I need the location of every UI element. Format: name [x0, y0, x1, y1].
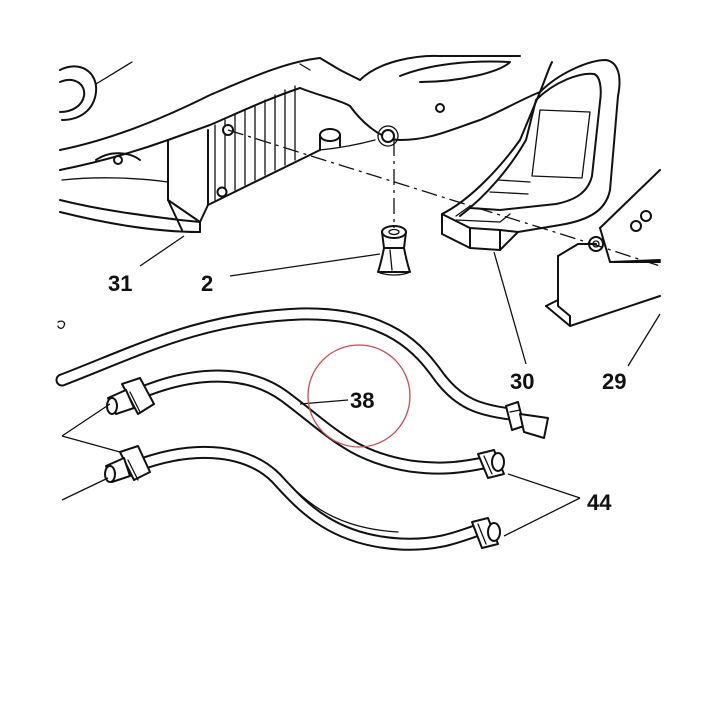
callout-38: 38 [350, 388, 374, 413]
callout-30: 30 [510, 369, 534, 394]
callout-29: 29 [602, 369, 626, 394]
hose-fitting-right-middle [477, 449, 505, 479]
hose-fitting-left-upper [106, 377, 155, 415]
part-38-hoses [55, 307, 549, 551]
hose-fitting-left-lower [104, 445, 151, 483]
callout-labels: 31 2 30 29 38 44 [108, 271, 626, 515]
callout-31: 31 [108, 271, 132, 296]
callout-2: 2 [201, 271, 213, 296]
hose-fitting-right-lower [471, 517, 501, 549]
part-29-bracket [545, 169, 661, 327]
highlight-circle [307, 344, 411, 448]
part-2-grommet [377, 225, 411, 276]
part-31-housing [59, 57, 341, 233]
hose-fitting-right-top [505, 401, 549, 439]
center-deck [299, 54, 553, 151]
part-30-frame [441, 59, 621, 251]
alignment-lines [227, 129, 661, 267]
callout-44: 44 [587, 490, 612, 515]
